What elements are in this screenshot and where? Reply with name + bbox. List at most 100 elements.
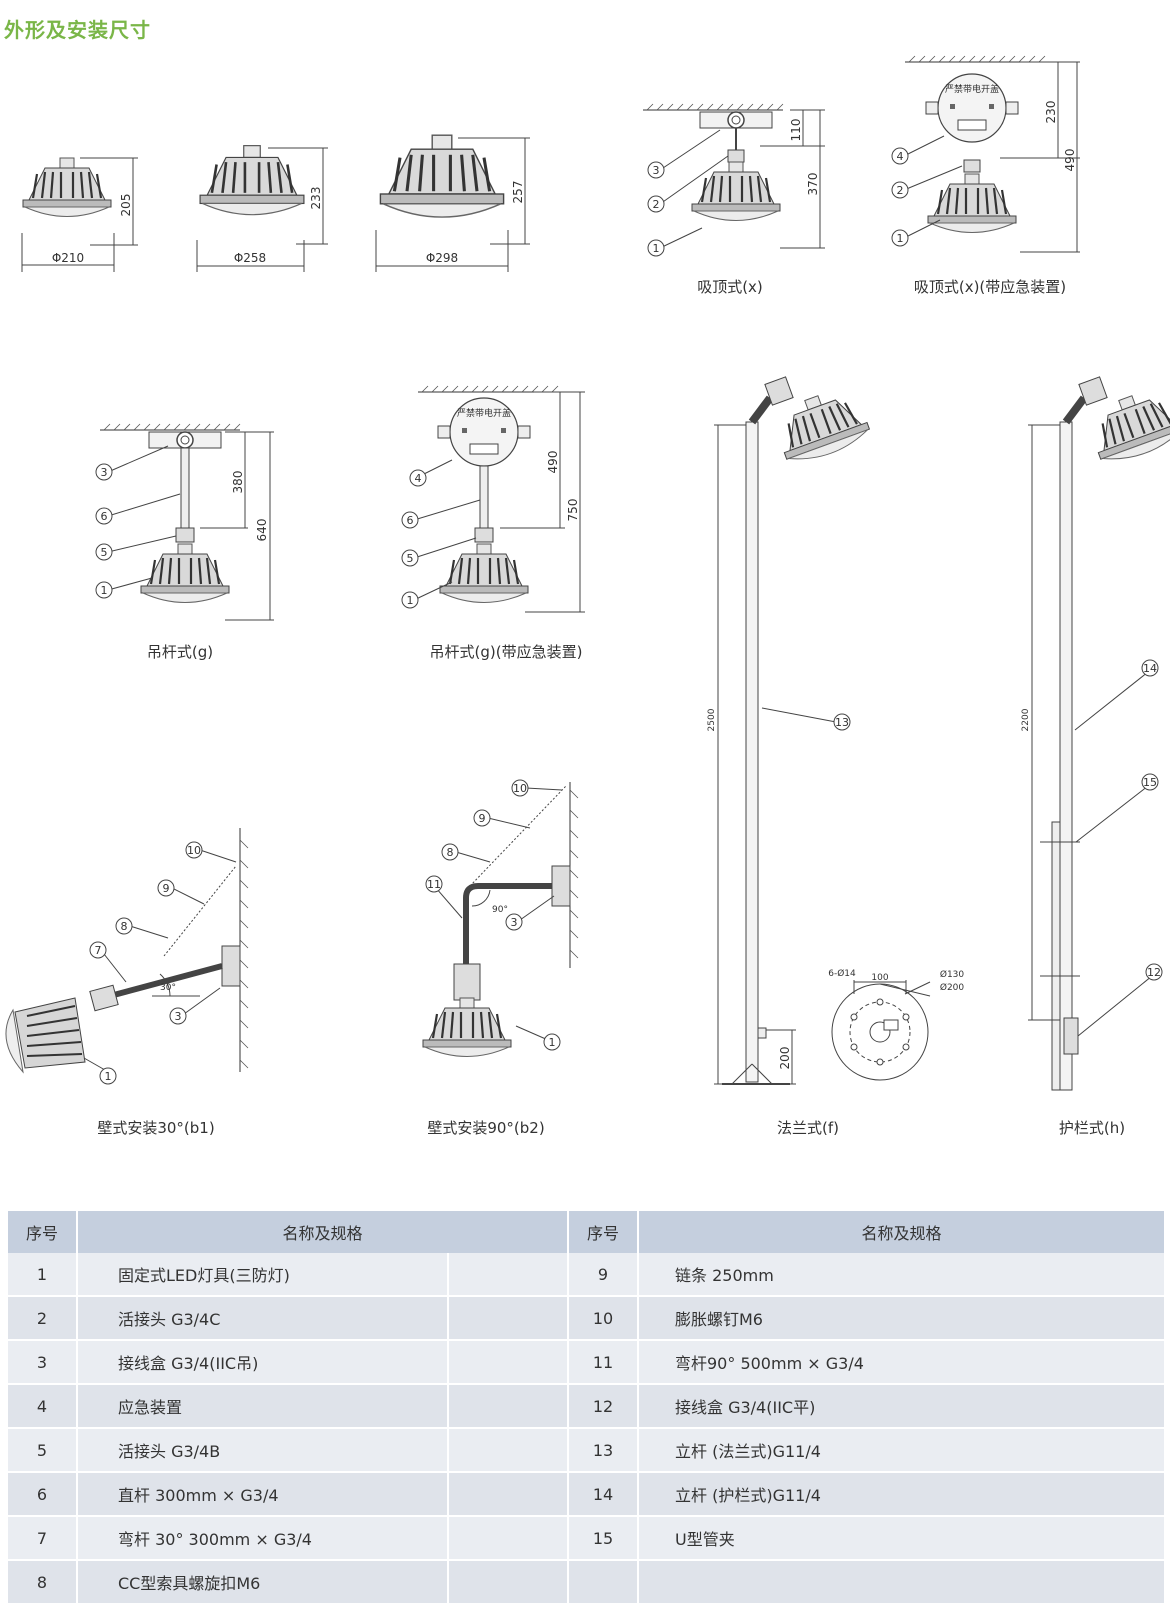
lamp-size-258: Φ258 233: [196, 144, 328, 272]
row-number: 15: [568, 1516, 639, 1561]
dim-height-257: 257: [511, 181, 525, 204]
dim-750: 750: [566, 499, 580, 522]
row-number: 8: [8, 1560, 78, 1605]
callout-3: 3: [511, 916, 518, 929]
caption-h: 护栏式(h): [1059, 1119, 1125, 1137]
row-number: 11: [568, 1340, 639, 1385]
callout-4: 4: [897, 150, 904, 163]
parts-table: 序号 名称及规格 序号 名称及规格 1 固定式LED灯具(三防灯) 9 链条 2…: [8, 1211, 1166, 1605]
dim-200: 200: [778, 1047, 792, 1070]
callout-8: 8: [121, 920, 128, 933]
row-spec: CC型索具螺旋扣M6: [77, 1560, 449, 1605]
callout-4: 4: [415, 472, 422, 485]
callout-1: 1: [549, 1036, 556, 1049]
diagram-flange-f: 2500 200 13 100 6-Ø14 Ø130 Ø200 法兰式(f): [707, 376, 965, 1137]
diagram-ceiling-x-emergency: 严禁带电开盖 230 490 4 2 1 吸顶式(x)(带应急装置): [891, 55, 1080, 296]
row-number: 3: [8, 1340, 78, 1385]
dim-diameter-298: Φ298: [426, 251, 458, 265]
box-warning-label: 严禁带电开盖: [457, 407, 511, 419]
dim-flange-130: Ø130: [940, 969, 965, 980]
row-number: [568, 1560, 639, 1605]
dim-height-233: 233: [309, 187, 323, 210]
caption-b1: 壁式安装30°(b1): [97, 1119, 214, 1137]
dim-2500: 2500: [707, 708, 717, 731]
callout-10: 10: [513, 782, 527, 795]
callout-6: 6: [101, 510, 108, 523]
dim-height-205: 205: [119, 194, 133, 217]
row-number: 6: [8, 1472, 78, 1517]
row-spec: [638, 1560, 1166, 1605]
row-spec: 应急装置: [77, 1384, 449, 1429]
table-row: 1 固定式LED灯具(三防灯) 9 链条 250mm: [8, 1253, 1166, 1297]
angle-90: 90°: [492, 905, 508, 915]
row-spec: 立杆 (法兰式)G11/4: [638, 1428, 1166, 1473]
diagram-pendant-g: 380 640 3 6 5 1 吊杆式(g): [95, 423, 274, 661]
col-header-name: 名称及规格: [77, 1211, 569, 1253]
callout-1: 1: [101, 584, 108, 597]
row-spec: 立杆 (护栏式)G11/4: [638, 1472, 1166, 1517]
row-spec: 弯杆 30° 300mm × G3/4: [77, 1516, 449, 1561]
table-row: 4 应急装置 12 接线盒 G3/4(IIC平): [8, 1384, 1166, 1429]
row-number: 13: [568, 1428, 639, 1473]
diagram-ceiling-x: 110 370 3 2 1 吸顶式(x): [642, 103, 825, 296]
callout-11: 11: [427, 878, 441, 891]
dim-230: 230: [1044, 101, 1058, 124]
callout-9: 9: [163, 882, 170, 895]
table-row: 5 活接头 G3/4B 13 立杆 (法兰式)G11/4: [8, 1428, 1166, 1473]
row-number: 4: [8, 1384, 78, 1429]
col-header-name: 名称及规格: [638, 1211, 1166, 1253]
row-number: 7: [8, 1516, 78, 1561]
callout-1: 1: [105, 1070, 112, 1083]
box-warning-label: 严禁带电开盖: [945, 83, 999, 95]
row-number: 1: [8, 1253, 78, 1297]
angle-30: 30°: [160, 983, 176, 993]
lamp-size-210: Φ210 205: [21, 156, 138, 272]
callout-8: 8: [447, 846, 454, 859]
dim-flange-holes: 6-Ø14: [828, 968, 856, 979]
col-header-no: 序号: [568, 1211, 639, 1253]
row-spec: 固定式LED灯具(三防灯): [77, 1253, 449, 1297]
row-number: 14: [568, 1472, 639, 1517]
table-row: 7 弯杆 30° 300mm × G3/4 15 U型管夹: [8, 1516, 1166, 1561]
callout-1: 1: [897, 232, 904, 245]
dim-diameter-210: Φ210: [52, 251, 84, 265]
dim-2200: 2200: [1021, 708, 1031, 731]
caption-f: 法兰式(f): [777, 1119, 839, 1137]
callout-3: 3: [653, 164, 660, 177]
row-number: 2: [8, 1296, 78, 1341]
caption-b2: 壁式安装90°(b2): [427, 1119, 544, 1137]
dim-flange-100: 100: [871, 973, 888, 983]
dim-110: 110: [789, 119, 803, 142]
dim-flange-200: Ø200: [940, 982, 965, 993]
table-row: 3 接线盒 G3/4(IIC吊) 11 弯杆90° 500mm × G3/4: [8, 1340, 1166, 1385]
callout-2: 2: [653, 198, 660, 211]
callout-1: 1: [653, 242, 660, 255]
dim-diameter-258: Φ258: [234, 251, 266, 265]
callout-6: 6: [407, 514, 414, 527]
dim-490: 490: [546, 451, 560, 474]
table-row: 6 直杆 300mm × G3/4 14 立杆 (护栏式)G11/4: [8, 1472, 1166, 1517]
callout-7: 7: [95, 944, 102, 957]
callout-12: 12: [1147, 966, 1161, 979]
table-row: 2 活接头 G3/4C 10 膨胀螺钉M6: [8, 1296, 1166, 1341]
callout-3: 3: [175, 1010, 182, 1023]
row-spec: U型管夹: [638, 1516, 1166, 1561]
row-spec: 链条 250mm: [638, 1253, 1166, 1297]
row-spec: 接线盒 G3/4(IIC吊): [77, 1340, 449, 1385]
diagram-wall-30-b1: 30° 10 9 8 7 3 1 壁式安装30°(b1): [4, 828, 249, 1137]
callout-2: 2: [897, 184, 904, 197]
diagram-wall-90-b2: 90° 10 9 8 11 3 1 壁式安装90°(b2): [421, 779, 579, 1137]
callout-10: 10: [187, 844, 201, 857]
caption-x: 吸顶式(x): [697, 278, 763, 296]
caption-g: 吊杆式(g): [147, 643, 213, 661]
row-spec: 接线盒 G3/4(IIC平): [638, 1384, 1166, 1429]
callout-1: 1: [407, 594, 414, 607]
row-number: 5: [8, 1428, 78, 1473]
callout-5: 5: [101, 546, 108, 559]
row-spec: 活接头 G3/4C: [77, 1296, 449, 1341]
callout-5: 5: [407, 552, 414, 565]
row-spec: 直杆 300mm × G3/4: [77, 1472, 449, 1517]
dim-370: 370: [806, 173, 820, 196]
dim-640: 640: [255, 519, 269, 542]
table-row: 8 CC型索具螺旋扣M6: [8, 1560, 1166, 1605]
